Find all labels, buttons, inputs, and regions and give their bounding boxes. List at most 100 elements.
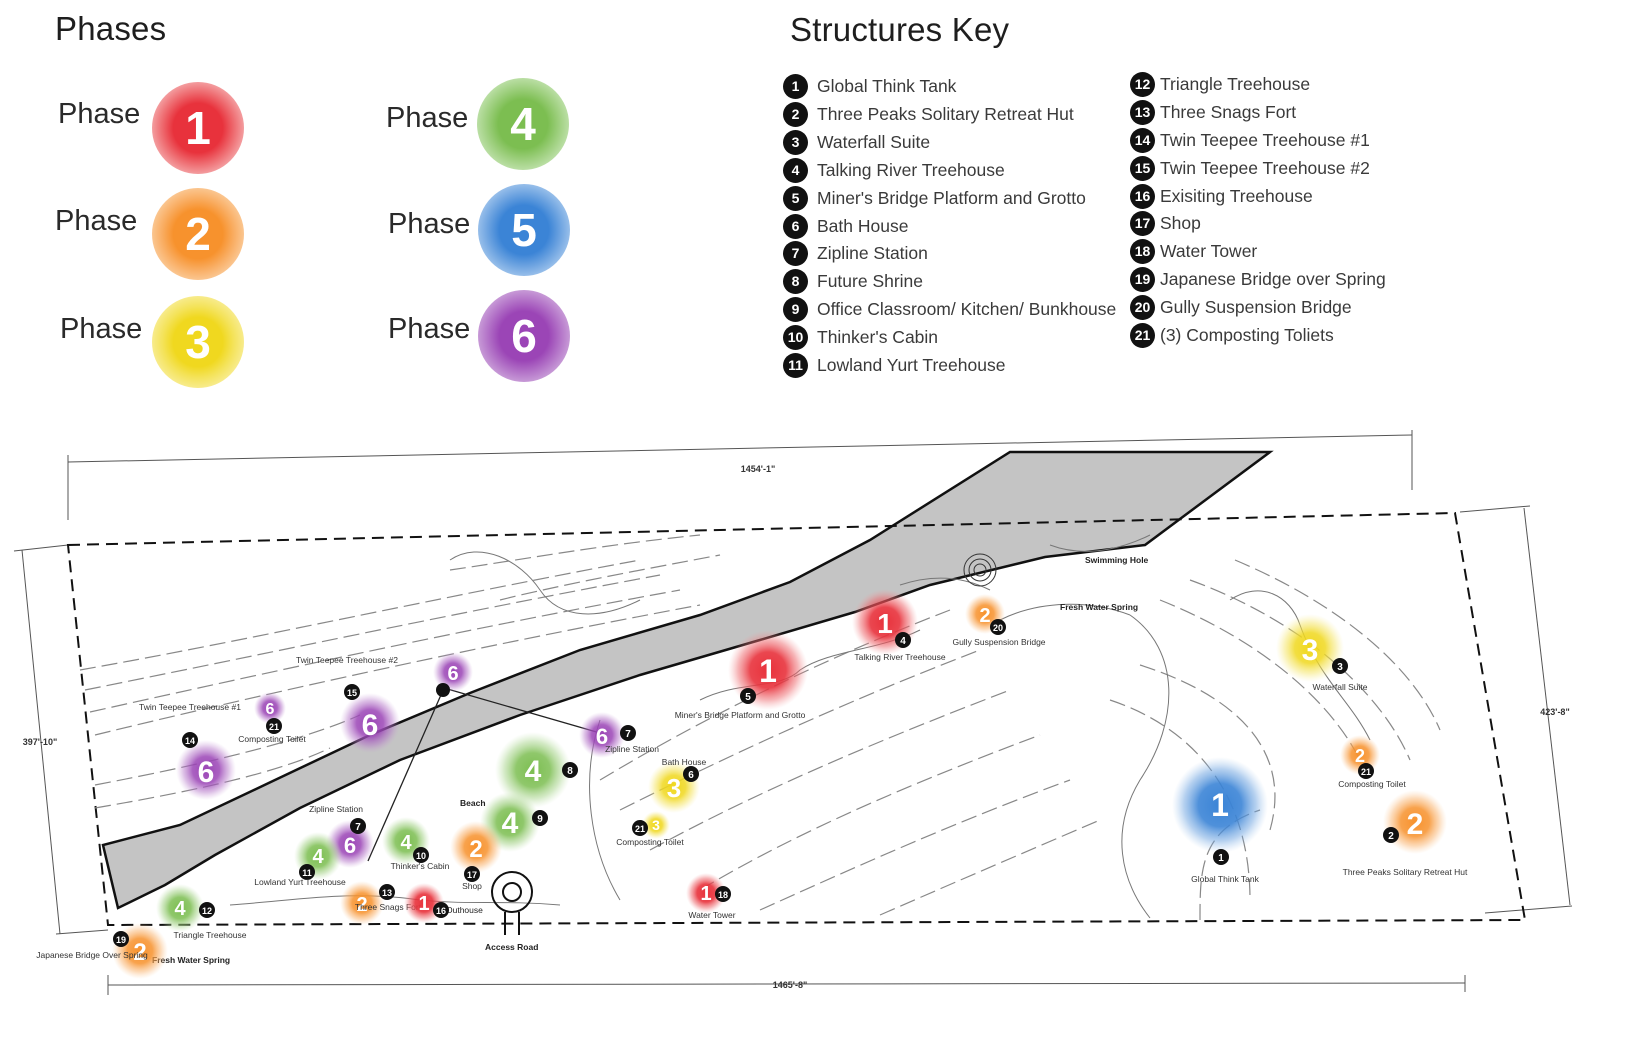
marker-structure-number: 7 <box>625 729 631 740</box>
marker-label: Zipline Station <box>605 744 659 754</box>
key-number-badge: 13 <box>1130 99 1155 125</box>
marker-phase6-structure14[interactable]: 6 14 Twin Teepee Treehouse #1 <box>139 702 241 800</box>
beach-label: Beach <box>460 798 486 808</box>
key-item-9: 9 Office Classroom/ Kitchen/ Bunkhouse <box>783 296 1116 322</box>
marker-phase3-structure21b[interactable]: 3 21 Composting Toilet <box>616 811 684 847</box>
marker-phase6-structure15[interactable]: 6 15 Twin Teepee Treehouse #2 <box>296 655 400 753</box>
marker-phase-number: 4 <box>525 755 542 788</box>
zipline-cables <box>367 687 601 862</box>
key-number-badge: 8 <box>783 268 808 294</box>
marker-phase3-structure3[interactable]: 3 3 Waterfall Suite <box>1276 614 1368 692</box>
key-number-badge: 2 <box>783 101 808 127</box>
key-label: Talking River Treehouse <box>817 159 1005 180</box>
key-item-8: 8 Future Shrine <box>783 268 923 294</box>
marker-phase4-structure10[interactable]: 4 10 Thinker's Cabin <box>382 817 450 871</box>
phase-2-badge: 2 <box>152 188 244 280</box>
marker-phase3-structure6[interactable]: 3 6 Bath House <box>648 757 706 813</box>
phase-6-number: 6 <box>511 310 537 362</box>
marker-phase-number: 4 <box>400 832 412 854</box>
marker-phase1-structure1[interactable]: 1 1 Global Think Tank <box>1172 757 1268 884</box>
marker-phase4-structure8[interactable]: 4 8 <box>495 732 578 808</box>
marker-phase2-structure2[interactable]: 2 2 Three Peaks Solitary Retreat Hut <box>1343 790 1468 877</box>
key-number-badge: 1 <box>783 73 808 99</box>
marker-phase6-structure7[interactable]: 6 7 Zipline Station <box>579 712 659 758</box>
dimension-lines <box>13 430 1573 995</box>
marker-label: Gully Suspension Bridge <box>952 637 1045 647</box>
marker-phase-number: 6 <box>596 724 608 749</box>
key-label: Global Think Tank <box>817 75 957 96</box>
key-label: Miner's Bridge Platform and Grotto <box>817 187 1086 208</box>
key-number-badge: 12 <box>1130 71 1155 97</box>
marker-phase6-zipline-top[interactable]: 6 <box>433 652 473 697</box>
key-label: Water Tower <box>1160 240 1258 261</box>
marker-phase2-structure19[interactable]: 2 19 Japanese Bridge Over Spring <box>36 923 168 979</box>
key-item-21: 21(3) Composting Toliets <box>1130 322 1334 348</box>
marker-phase-number: 2 <box>356 894 367 916</box>
phase-5-label: Phase <box>388 208 471 240</box>
marker-label: Water Tower <box>688 910 735 920</box>
marker-label: Waterfall Suite <box>1313 682 1368 692</box>
marker-structure-number: 2 <box>1388 831 1394 842</box>
marker-phase2-structure21c[interactable]: 2 21 Composting Toilet <box>1338 735 1406 789</box>
marker-phase6-structure21a[interactable]: 6 21 Composting Toilet <box>238 692 306 744</box>
key-item-1: 1 Global Think Tank <box>783 73 956 99</box>
marker-label: Composting Toilet <box>616 837 684 847</box>
key-label: Future Shrine <box>817 270 924 291</box>
access-road-label: Access Road <box>485 942 538 952</box>
marker-structure-number: 8 <box>567 766 573 777</box>
key-number-badge: 3 <box>783 129 808 155</box>
marker-phase-number: 1 <box>877 608 893 639</box>
marker-phase-number: 4 <box>502 807 519 840</box>
marker-phase-number: 2 <box>133 939 146 966</box>
marker-phase1-structure4[interactable]: 1 4 Talking River Treehouse <box>852 589 946 662</box>
marker-structure-number: 12 <box>202 906 212 916</box>
outhouse-label: Outhouse <box>446 905 483 915</box>
marker-phase-number: 2 <box>1355 746 1365 766</box>
marker-structure-number: 6 <box>688 770 694 781</box>
key-label: Office Classroom/ Kitchen/ Bunkhouse <box>817 298 1117 319</box>
marker-phase4-structure11[interactable]: 4 11 Lowland Yurt Treehouse <box>254 832 346 887</box>
marker-label: Twin Teepee Treehouse #1 <box>139 702 241 712</box>
marker-phase2-structure13[interactable]: 2 13 Three Snags Fort <box>340 881 422 925</box>
key-number-badge: 10 <box>783 324 808 350</box>
key-label: (3) Composting Toliets <box>1160 324 1334 345</box>
phase-2-label: Phase <box>55 205 138 237</box>
contour-lines <box>79 534 1441 921</box>
marker-phase1-structure18[interactable]: 1 18 Water Tower <box>686 873 736 920</box>
key-label: Three Snags Fort <box>1160 101 1297 122</box>
marker-phase1-structure16[interactable]: 1 16 <box>404 883 449 923</box>
phase-1-label: Phase <box>58 98 141 130</box>
river <box>101 450 1274 910</box>
swimming-hole-icon <box>963 553 997 587</box>
marker-phase2-structure17[interactable]: 2 17 Shop <box>450 821 502 891</box>
marker-structure-number: 21 <box>269 722 279 732</box>
marker-phase-number: 6 <box>266 701 275 718</box>
site-map: 1454'-1" 1465'-8" 397'-10" 423'-8" <box>13 430 1573 995</box>
phase-2-number: 2 <box>185 208 211 260</box>
phase-1-badge: 1 <box>152 82 244 174</box>
phase-4-badge: 4 <box>477 78 569 170</box>
key-number-badge: 18 <box>1130 238 1155 264</box>
marker-structure-number: 15 <box>347 688 357 698</box>
marker-structure-number: 9 <box>537 814 543 825</box>
key-number-badge: 9 <box>783 296 808 322</box>
marker-phase-number: 2 <box>469 836 482 863</box>
key-label: Shop <box>1160 212 1201 233</box>
key-number-badge: 16 <box>1130 183 1155 209</box>
key-label: Three Peaks Solitary Retreat Hut <box>817 103 1074 124</box>
marker-phase-number: 3 <box>652 817 660 833</box>
marker-phase1-structure5[interactable]: 1 5 Miner's Bridge Platform and Grotto <box>675 630 808 720</box>
structures-key-title: Structures Key <box>790 11 1010 48</box>
marker-structure-number: 5 <box>745 692 751 703</box>
marker-phase2-structure20[interactable]: 2 20 Gully Suspension Bridge <box>952 594 1046 647</box>
marker-phase4-structure12[interactable]: 4 12 Triangle Treehouse <box>156 884 247 940</box>
